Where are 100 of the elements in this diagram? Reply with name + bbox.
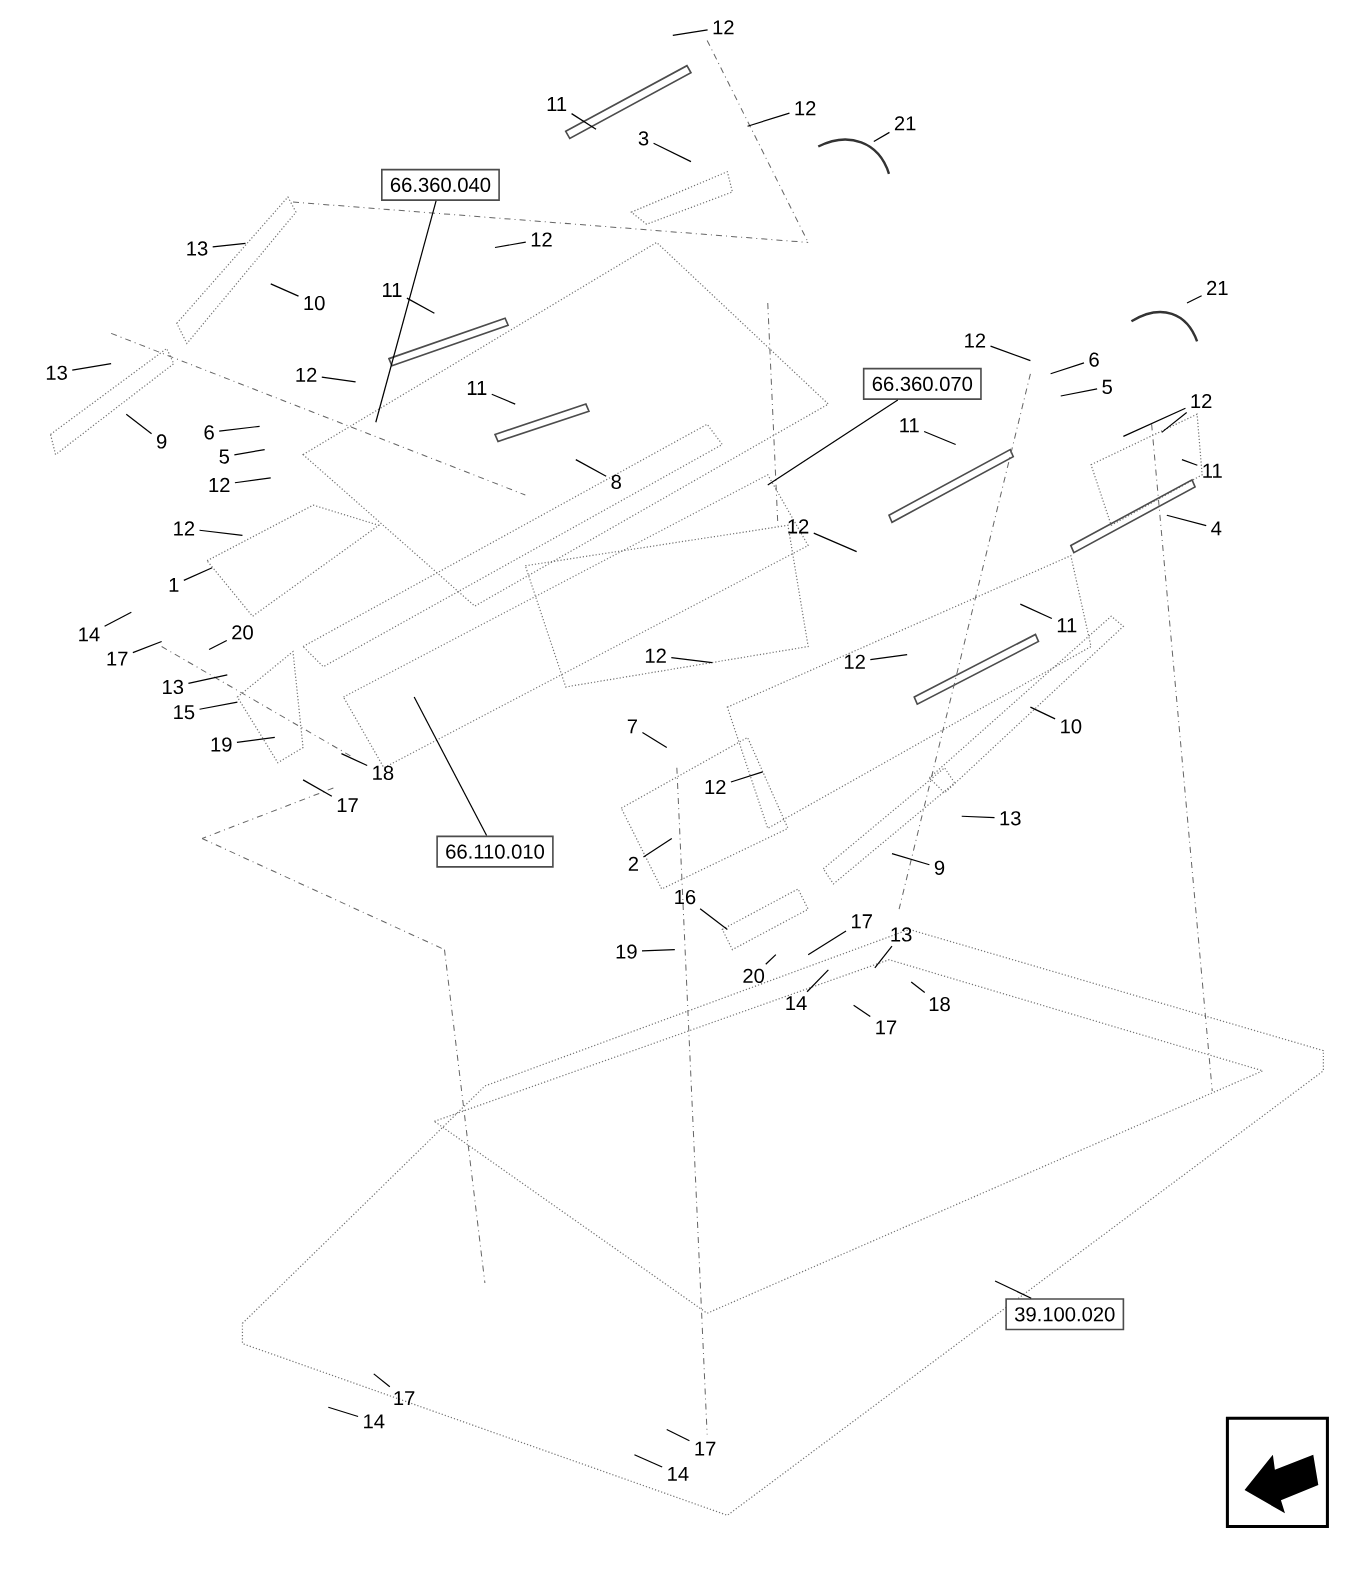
callout-number: 10: [1061, 719, 1082, 734]
leader-line: [910, 981, 926, 994]
callout-number: 6: [204, 425, 214, 440]
leader-line: [869, 654, 908, 661]
callout-number: 12: [174, 521, 195, 536]
leader-line: [199, 701, 239, 710]
leader-line: [641, 949, 676, 952]
leader-line: [990, 345, 1032, 362]
leader-line: [1161, 411, 1188, 433]
leader-line: [187, 674, 228, 685]
callout-number: 17: [337, 798, 358, 813]
callout-number: 11: [900, 418, 919, 433]
callout-number: 9: [157, 434, 167, 449]
callout-number: 5: [219, 449, 230, 464]
leader-line: [806, 969, 830, 993]
callout-number: 14: [364, 1414, 385, 1429]
callout-number: 12: [1191, 394, 1212, 409]
leader-line: [765, 954, 777, 965]
leader-line: [813, 532, 858, 553]
callout-number: 5: [1102, 379, 1113, 394]
leader-line: [71, 363, 112, 371]
leader-line: [873, 131, 891, 143]
leader-line: [494, 241, 527, 249]
leader-line: [132, 640, 163, 654]
leader-line: [183, 567, 213, 582]
leader-line: [1060, 388, 1098, 397]
leader-line: [672, 29, 709, 36]
leader-line: [406, 297, 436, 314]
callout-number: 4: [1211, 521, 1222, 536]
leader-line: [641, 731, 668, 749]
callout-number: 17: [695, 1441, 716, 1456]
callout-number: 15: [174, 705, 195, 720]
leader-line: [807, 930, 847, 956]
leader-line: [874, 945, 893, 969]
callout-number: 2: [628, 856, 639, 871]
callout-number: 7: [627, 719, 638, 734]
callout-number: 13: [891, 927, 912, 942]
leader-line: [234, 477, 272, 484]
reference-box: 66.360.040: [381, 168, 500, 201]
leader-line: [218, 425, 261, 432]
callout-number: 12: [965, 333, 986, 348]
callout-number: 14: [668, 1466, 689, 1481]
leader-line: [125, 413, 153, 435]
callout-number: 18: [929, 997, 950, 1012]
callout-number: 12: [209, 477, 230, 492]
leader-line: [666, 1428, 691, 1442]
callout-number: 12: [296, 367, 317, 382]
callout-number: 13: [187, 241, 208, 256]
leader-line: [321, 376, 357, 383]
leader-line: [891, 853, 931, 866]
callout-number: 13: [46, 365, 67, 380]
callout-number: 18: [373, 765, 394, 780]
callout-number: 12: [705, 779, 726, 794]
callout-number: 21: [895, 116, 916, 131]
leader-line: [1019, 603, 1053, 620]
leader-line: [236, 736, 276, 744]
callout-number: 8: [611, 474, 622, 489]
callout-number: 11: [383, 283, 402, 297]
callout-number: 6: [1089, 352, 1099, 367]
leader-line: [633, 1454, 663, 1468]
leader-line: [571, 113, 597, 130]
leader-line: [1181, 459, 1198, 466]
callout-number: 16: [675, 889, 696, 905]
callout-number: 20: [743, 968, 765, 983]
callout-number: 19: [211, 737, 232, 752]
callout-number: 12: [713, 20, 734, 35]
leader-line: [994, 1280, 1032, 1299]
callout-number: 12: [646, 648, 666, 663]
leader-line: [699, 908, 729, 930]
callout-number: 11: [1057, 618, 1077, 633]
callout-number: 13: [1000, 811, 1021, 826]
leader-line: [104, 611, 132, 627]
reference-box: 66.360.070: [862, 367, 982, 400]
leader-line: [730, 771, 764, 783]
leader-line: [413, 696, 488, 837]
callout-number: 14: [786, 996, 807, 1011]
callout-number: 17: [107, 651, 128, 666]
leader-line: [212, 242, 247, 248]
leader-line: [208, 639, 228, 651]
callout-number: 12: [788, 519, 809, 534]
callout-number: 12: [795, 101, 816, 116]
leader-line: [375, 200, 437, 423]
leader-line: [1122, 407, 1187, 438]
leader-line: [575, 459, 607, 477]
reference-box: 39.100.020: [1005, 1298, 1125, 1331]
callout-number: 17: [852, 914, 872, 929]
callout-number: 10: [304, 295, 325, 311]
callout-number: 14: [79, 627, 100, 642]
leader-line: [199, 529, 244, 537]
callout-number: 3: [638, 131, 649, 146]
callout-number: 9: [934, 860, 945, 875]
leader-line: [1050, 362, 1085, 375]
callout-number: 20: [232, 625, 253, 640]
leader-line: [340, 753, 368, 767]
reference-box: 66.110.010: [436, 835, 554, 868]
leader-line: [670, 657, 713, 664]
callout-number: 1: [169, 577, 179, 592]
leader-line: [853, 1004, 871, 1018]
callout-number: 13: [163, 679, 184, 695]
leader-line: [747, 112, 791, 127]
